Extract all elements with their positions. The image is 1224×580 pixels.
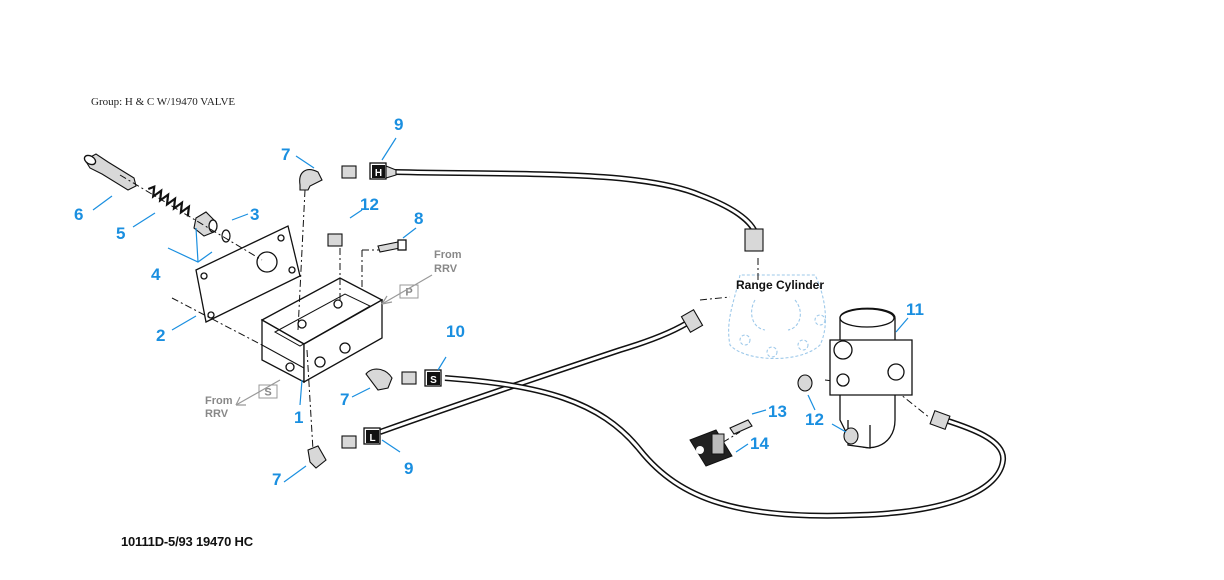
bolt-13 (729, 419, 753, 435)
spring-5 (147, 184, 191, 217)
plug-12-upper (327, 233, 343, 247)
group-label: Group: H & C W/19470 VALVE (91, 96, 236, 108)
callout-9-lower: 9 (404, 459, 413, 478)
port-tag-s: S (258, 384, 278, 399)
callout-13: 13 (768, 402, 787, 421)
from-rrv-arrow-left (235, 379, 281, 406)
piston-6 (83, 153, 137, 191)
callout-11: 11 (906, 300, 924, 319)
o-ring-3 (221, 229, 231, 243)
elbow-fitting-7-mid (365, 368, 393, 391)
svg-text:S: S (430, 375, 437, 386)
valve-11 (829, 307, 913, 449)
cover-plate (195, 225, 301, 323)
bolt-8 (377, 239, 407, 253)
elbow-fitting-7-lower (307, 445, 327, 469)
svg-text:S: S (264, 387, 271, 399)
elbow-fitting-7-upper (299, 169, 323, 191)
port-tag-p: P (399, 284, 419, 299)
hose-tag-h: H (372, 165, 385, 179)
callout-9-upper: 9 (394, 115, 403, 134)
hose-9-lower (378, 308, 704, 435)
callout-2: 2 (156, 326, 165, 345)
callout-6: 6 (74, 205, 83, 224)
from-rrv-top-line2: RRV (434, 263, 458, 275)
callout-1: 1 (294, 408, 303, 427)
hose-9-upper-end-fitting (744, 228, 764, 252)
hose-9-upper (394, 169, 764, 252)
hose-tag-l: L (366, 430, 379, 444)
plug-12-lower (797, 374, 859, 445)
callout-7-mid: 7 (340, 390, 349, 409)
hose-tag-s: S (427, 372, 440, 386)
hose-9-lower-end-fitting (680, 308, 704, 334)
callout-12-lower: 12 (805, 410, 824, 429)
callout-12-upper: 12 (360, 195, 379, 214)
plug-4 (193, 211, 218, 237)
svg-text:H: H (375, 168, 382, 179)
from-rrv-top-line1: From (434, 249, 462, 261)
swivel-9-upper (341, 162, 397, 180)
callout-8: 8 (414, 209, 423, 228)
from-rrv-left-line1: From (205, 395, 233, 407)
hose-10 (444, 375, 1006, 519)
callout-5: 5 (116, 224, 125, 243)
valve-body (260, 277, 384, 384)
callout-4: 4 (151, 265, 161, 284)
callout-7-upper: 7 (281, 145, 290, 164)
from-rrv-left-line2: RRV (205, 408, 229, 420)
figure-caption: 10111D-5/93 19470 HC (121, 534, 253, 549)
from-rrv-arrow-top (381, 274, 433, 305)
svg-text:L: L (369, 433, 375, 444)
callout-3: 3 (250, 205, 259, 224)
hose-10-end-fitting (929, 409, 951, 431)
callout-7-lower: 7 (272, 470, 281, 489)
callout-10: 10 (446, 322, 465, 341)
range-cylinder-label: Range Cylinder (736, 278, 824, 292)
svg-text:P: P (405, 287, 412, 299)
range-cylinder-ghost (699, 258, 826, 360)
bracket-14 (689, 429, 733, 467)
callout-14: 14 (750, 434, 769, 453)
